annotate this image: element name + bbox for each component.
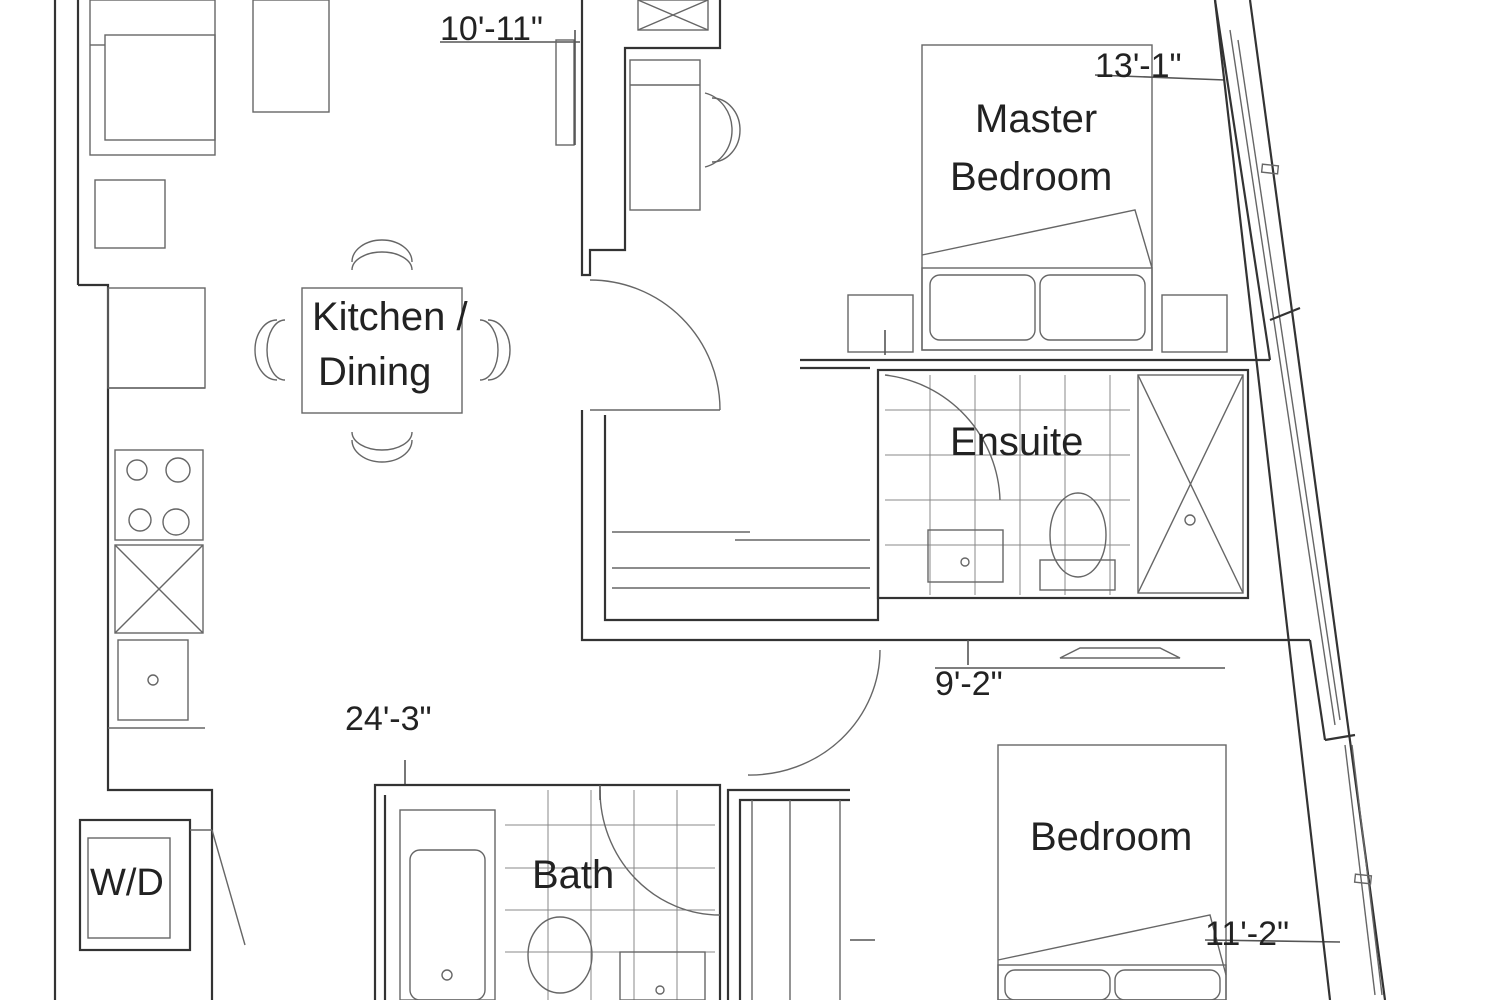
dimension-label-2: 13'-1": [1095, 47, 1182, 85]
kitchen-label-line1: Kitchen /: [312, 295, 469, 339]
bedroom-label: Bedroom: [1030, 815, 1192, 859]
exterior-wall-right: [1213, 0, 1387, 1000]
bedroom-wall: 9'-2": [740, 638, 1310, 703]
dimension-bedroom: 11'-2": [1204, 915, 1341, 953]
exterior-wall-left: [53, 0, 214, 1000]
dimension-top: 10'-11": [440, 10, 580, 48]
bath: Bath: [373, 783, 722, 1000]
master-label-line1: Master: [975, 97, 1097, 141]
bath-door-swing: [747, 649, 881, 776]
master-bed: Master Bedroom: [847, 44, 1228, 353]
dimension-label-3: 9'-2": [935, 665, 1003, 703]
dimension-master: 13'-1": [1094, 47, 1226, 85]
central-core: [555, 0, 741, 277]
ensuite: Ensuite: [876, 368, 1250, 600]
kitchen-sink: [117, 639, 189, 721]
bedroom-bed: Bedroom: [997, 744, 1227, 1000]
laundry-closet: W/D: [78, 818, 246, 952]
dining-table: Kitchen / Dining: [254, 239, 511, 463]
kitchen-label-line2: Dining: [318, 350, 431, 394]
bath-label: Bath: [532, 853, 614, 897]
hall-closet: [580, 410, 880, 642]
dimension-overall: 24'-3": [345, 700, 432, 785]
bedroom-closet: [726, 788, 875, 1000]
kitchen-counter: [107, 287, 206, 729]
laundry-label: W/D: [90, 862, 164, 904]
dimension-label-1: 10'-11": [440, 10, 543, 48]
living-furniture: [89, 0, 330, 249]
master-label-line2: Bedroom: [950, 155, 1112, 199]
ensuite-label: Ensuite: [950, 420, 1083, 464]
cooktop: [114, 449, 204, 541]
dimension-label-4: 24'-3": [345, 700, 432, 738]
entry-door: [589, 279, 721, 411]
dishwasher: [114, 544, 204, 634]
master-ensuite-wall: [800, 330, 1270, 370]
dimension-label-5: 11'-2": [1205, 915, 1289, 953]
